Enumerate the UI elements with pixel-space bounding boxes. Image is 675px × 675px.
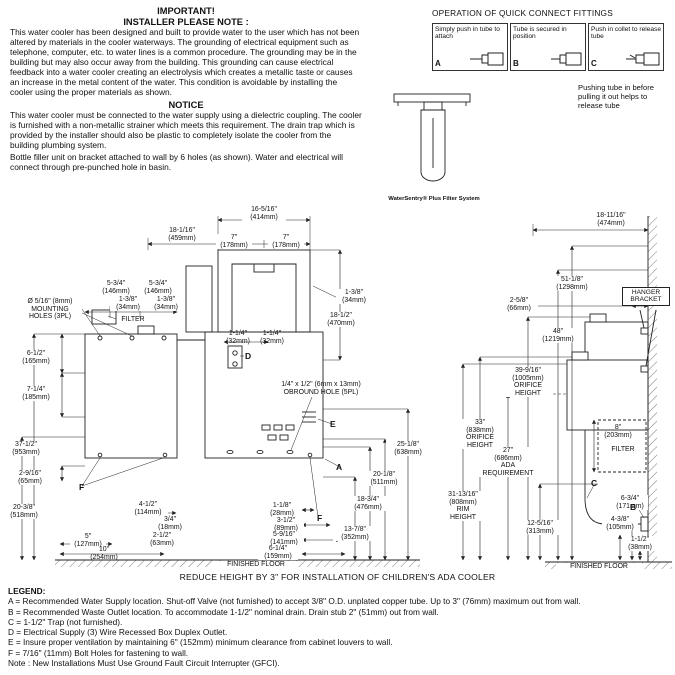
- fitting-icon: [626, 52, 660, 66]
- dim-label: 4-3/8" (105mm): [602, 516, 638, 532]
- hanger-bracket-label: HANGER BRACKET: [622, 287, 670, 306]
- ref-letter-e: E: [330, 419, 336, 429]
- legend-title: LEGEND:: [8, 586, 46, 596]
- legend-item-f: F = 7/16" (11mm) Bolt Holes for fastenin…: [8, 647, 189, 658]
- legend-item-a: A = Recommended Water Supply location. S…: [8, 596, 581, 607]
- dim-label: 16-5/16" (414mm): [242, 206, 286, 222]
- ref-letter-f: F: [317, 513, 323, 523]
- legend-item-d: D = Electrical Supply (3) Wire Recessed …: [8, 627, 228, 638]
- dim-label: 1-1/8" (28mm): [264, 502, 300, 518]
- bottle-filler-note: Bottle filler unit on bracket attached t…: [10, 152, 343, 172]
- dim-label: 3-1/2" (89mm): [268, 517, 304, 533]
- notice-body: This water cooler must be connected to t…: [10, 110, 362, 151]
- dim-label: 6-1/4" (159mm): [258, 545, 298, 561]
- dim-label: 18-11/16" (474mm): [584, 212, 638, 228]
- step-letter: C: [591, 59, 597, 69]
- dim-label: 7" (178mm): [268, 234, 304, 250]
- dim-label: 51-1/8" (1298mm): [550, 276, 594, 292]
- ref-letter-b: B: [630, 502, 637, 512]
- quick-connect-step-b: Tube is secured in position B: [510, 23, 586, 71]
- installer-note-body: This water cooler has been designed and …: [10, 27, 360, 97]
- installer-note-title: INSTALLER PLEASE NOTE :: [123, 16, 249, 27]
- dim-label: 18-1/2" (470mm): [320, 312, 362, 328]
- dim-label: 12-5/16" (313mm): [518, 520, 562, 536]
- dim-label: 1-3/8" (34mm): [336, 289, 372, 305]
- dim-label: 5-3/4" (146mm): [138, 280, 178, 296]
- dim-label: 20-1/8" (511mm): [362, 471, 406, 487]
- orifice-height-label: 33" (838mm) ORIFICE HEIGHT: [456, 419, 504, 450]
- dim-label: 5-9/16" (141mm): [264, 531, 304, 547]
- quick-connect-caption: Pushing tube in before pulling it out he…: [578, 83, 654, 110]
- dim-label: 1-3/8" (34mm): [148, 296, 184, 312]
- dim-label: 1-3/8" (34mm): [110, 296, 146, 312]
- fitting-icon: [551, 52, 582, 66]
- orifice-height-label: 39-9/16" (1005mm) ORIFICE HEIGHT: [504, 367, 552, 398]
- dim-label: 2-1/2" (63mm): [144, 532, 180, 548]
- mounting-holes-label: Ø 5/16" (8mm) MOUNTING HOLES (3PL): [18, 298, 82, 321]
- step-label: Tube is secured in position: [513, 26, 567, 41]
- filter-label: FILTER: [611, 446, 635, 453]
- filter-system-label: WaterSentry® Plus Filter System: [388, 196, 480, 202]
- step-label: Simply push in tube to attach: [435, 26, 500, 41]
- floor-label: FINISHED FLOOR: [556, 563, 642, 571]
- fitting-icon: [470, 52, 504, 66]
- installer-notes: IMPORTANT! INSTALLER PLEASE NOTE : This …: [10, 6, 362, 175]
- reduce-height-note: REDUCE HEIGHT BY 3" FOR INSTALLATION OF …: [179, 572, 496, 582]
- dim-label: 1-1/2" (38mm): [622, 536, 658, 552]
- dim-label: 7-1/4" (185mm): [16, 386, 56, 402]
- step-label: Push in collet to release tube: [591, 26, 662, 41]
- dim-label: 6-3/4" (171mm): [612, 495, 648, 511]
- ada-requirement-label: 27" (686mm) ADA REQUIREMENT: [478, 447, 538, 478]
- dim-label: 3/4" (18mm): [154, 516, 186, 532]
- legend-note: Note : New Installations Must Use Ground…: [8, 657, 280, 668]
- dim-label: 48" (1219mm): [540, 328, 576, 344]
- legend-item-c: C = 1-1/2" Trap (not furnished).: [8, 616, 123, 627]
- dim-label: 20-3/8" (518mm): [4, 504, 44, 520]
- dim-label: 18-1/16" (459mm): [160, 227, 204, 243]
- quick-connect-steps: Simply push in tube to attach A Tube is …: [432, 23, 672, 71]
- floor-label: FINISHED FLOOR: [214, 561, 298, 569]
- dim-label: 4-1/2" (114mm): [128, 501, 168, 517]
- dim-label: 18-3/4" (476mm): [346, 496, 390, 512]
- filter-label: FILTER: [121, 316, 145, 323]
- dim-label: 25-1/8" (638mm): [386, 441, 430, 457]
- quick-connect-step-c: Push in collet to release tube C: [588, 23, 664, 71]
- step-letter: A: [435, 59, 441, 69]
- dim-label: 1-1/4" (32mm): [226, 330, 250, 345]
- important-title: IMPORTANT!: [157, 6, 215, 16]
- ref-letter-d: D: [245, 351, 252, 361]
- legend-item-b: B = Recommended Waste Outlet location. T…: [8, 606, 439, 617]
- dim-label: 8" (203mm): [604, 424, 632, 439]
- filter-system-drawing: [393, 93, 471, 182]
- notice-title: NOTICE: [168, 99, 204, 110]
- dim-label: 7" (178mm): [216, 234, 252, 250]
- ref-letter-c: C: [591, 478, 598, 488]
- legend: LEGEND: A = Recommended Water Supply loc…: [8, 586, 670, 668]
- dim-label: 6-1/2" (165mm): [16, 350, 56, 366]
- dim-label: 37-1/2" (953mm): [6, 441, 46, 457]
- quick-connect-title: OPERATION OF QUICK CONNECT FITTINGS: [432, 8, 613, 18]
- dim-label: 2-9/16" (65mm): [10, 470, 50, 486]
- step-letter: B: [513, 59, 519, 69]
- ref-letter-a: A: [336, 462, 343, 472]
- ref-letter-f: F: [79, 482, 85, 492]
- dim-label: 10" (254mm): [90, 546, 118, 561]
- legend-item-e: E = Insure proper ventilation by maintai…: [8, 637, 393, 648]
- dim-label: 1-1/4" (32mm): [260, 330, 284, 345]
- obround-hole-label: 1/4" x 1/2" (6mm x 13mm) OBROUND HOLE (5…: [281, 381, 361, 396]
- extension-lines: [22, 216, 648, 519]
- quick-connect-step-a: Simply push in tube to attach A: [432, 23, 508, 71]
- dim-label: 2-5/8" (66mm): [500, 297, 538, 313]
- quick-connect-section: OPERATION OF QUICK CONNECT FITTINGS Simp…: [432, 8, 672, 71]
- dim-label: 13-7/8" (352mm): [333, 526, 377, 542]
- dim-label: 5-3/4" (146mm): [96, 280, 136, 296]
- rim-height-label: 31-13/16" (808mm) RIM HEIGHT: [440, 491, 486, 522]
